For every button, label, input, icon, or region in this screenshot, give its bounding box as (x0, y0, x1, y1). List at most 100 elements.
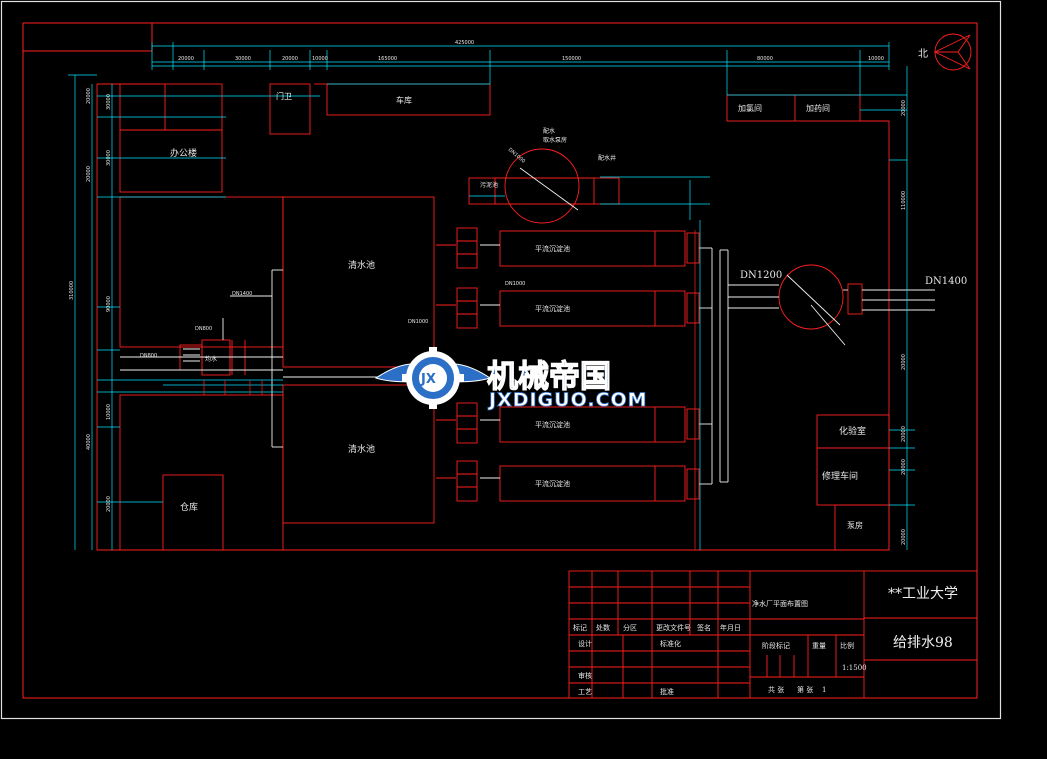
label-dosing2: 加药间 (806, 103, 830, 113)
label-sed-2: 平流沉淀池 (535, 304, 570, 313)
label-sed-3: 平流沉淀池 (535, 420, 570, 429)
tb-date: 年月日 (720, 623, 741, 632)
dim-right-2: 110000 (901, 191, 907, 210)
school-name: **工业大学 (888, 586, 958, 602)
gear-icon (402, 347, 464, 409)
watermark-badge: JX (420, 372, 436, 387)
sed-tank-3 (499, 406, 686, 443)
dim-right-4: 20000 (901, 426, 907, 442)
label-sed-1: 平流沉淀池 (535, 244, 570, 253)
tb-zone: 分区 (623, 623, 637, 632)
gate-building (269, 83, 311, 135)
dimension-lines (68, 42, 915, 550)
label-dn-left: DN1200 (740, 270, 782, 281)
tb-sheet: 第 张 (797, 685, 813, 694)
label-gate: 门卫 (276, 91, 292, 101)
label-dist-sub: 取水泵房 (543, 136, 567, 144)
label-storage: 仓库 (180, 501, 198, 513)
dim-top-2: 30000 (235, 56, 251, 62)
frame-corner-cell (22, 22, 153, 52)
dim-right-5: 20000 (901, 459, 907, 475)
scale-value: 1:1500 (842, 664, 867, 672)
dim-right-1: 20000 (901, 100, 907, 116)
dim-top-8: 10000 (868, 56, 884, 62)
dim-left-8: 20000 (106, 496, 112, 512)
viewport-border (0, 0, 1002, 720)
tb-weight: 重量 (812, 642, 826, 650)
label-dist-small: 均水 (205, 355, 217, 363)
label-reservoir-top: 清水池 (348, 259, 375, 271)
tb-check: 审核 (578, 671, 592, 680)
watermark-en: JXDIGUO.COM (487, 389, 648, 411)
storage-building (162, 474, 224, 551)
dim-top-total: 425000 (455, 40, 474, 46)
drawing-frame (22, 22, 978, 699)
tb-stage: 阶段标记 (762, 641, 790, 650)
label-dosing: 加氯间 (738, 103, 762, 113)
dim-right-6: 20000 (901, 529, 907, 545)
title-block-text: 净水厂平面布置图 **工业大学 给排水98 1:1500 标记 处数 分区 更改… (573, 586, 958, 696)
label-workshop: 修理车间 (822, 470, 858, 482)
tb-count: 处数 (596, 623, 610, 632)
label-dist-top: 配水 (543, 127, 555, 135)
sed-tank-2 (499, 290, 686, 327)
label-sed-4: 平流沉淀池 (535, 479, 570, 488)
label-dist-well: 污泥池 (480, 181, 498, 189)
label-office: 办公楼 (170, 147, 197, 159)
label-pipe-d: DN800 (195, 326, 212, 332)
title-block (568, 570, 978, 699)
tb-approve: 批准 (660, 687, 674, 696)
office-building (119, 83, 223, 193)
dim-left-2: 30000 (106, 94, 112, 110)
site-plan (96, 83, 890, 551)
dim-left-1: 20000 (86, 88, 92, 104)
dim-left-3: 30000 (106, 150, 112, 166)
watermark-cn: 机械帝国 (487, 359, 611, 395)
label-pump-room: 泵房 (847, 520, 863, 530)
tb-sign: 签名 (697, 623, 711, 632)
dim-top-1: 20000 (178, 56, 194, 62)
tb-one: 1 (822, 686, 826, 694)
label-reservoir-bottom: 清水池 (348, 443, 375, 455)
pipe-ticks (203, 230, 696, 550)
dimension-labels: 425000 20000 30000 20000 10000 165000 15… (69, 40, 907, 545)
pump-room-building (834, 504, 890, 551)
dim-left-5: 20000 (86, 166, 92, 182)
label-dn-right: DN1400 (925, 276, 967, 287)
tb-process: 工艺 (578, 688, 592, 696)
label-pipe-a: DN1400 (232, 291, 252, 297)
drawing-title: 净水厂平面布置图 (752, 599, 808, 608)
dim-top-7: 80000 (757, 56, 773, 62)
dim-top-5: 165000 (378, 56, 397, 62)
dim-left-7: 10000 (106, 404, 112, 420)
dim-left-total: 310000 (69, 281, 75, 300)
tb-standard: 标准化 (660, 639, 681, 648)
dim-right-3: 20000 (901, 354, 907, 370)
label-pipe-f: DN1000 (507, 147, 526, 165)
north-arrow-icon: 北 (918, 33, 972, 71)
tb-docno: 更改文件号 (656, 623, 691, 632)
class-name: 给排水98 (893, 635, 953, 651)
dim-top-4: 10000 (312, 56, 328, 62)
label-pump-house: 配水井 (598, 154, 616, 162)
dim-top-3: 20000 (282, 56, 298, 62)
label-pipe-e: DN800 (140, 353, 157, 359)
label-garage: 车库 (396, 95, 412, 105)
pipes (120, 167, 935, 485)
label-lab: 化验室 (839, 425, 866, 437)
tb-design: 设计 (578, 639, 592, 648)
watermark: JX 机械帝国 JXDIGUO.COM (374, 347, 648, 411)
dim-left-6: 40000 (86, 434, 92, 450)
dim-top-6: 150000 (562, 56, 581, 62)
tb-ratio: 比例 (840, 641, 854, 650)
sed-tank-4 (499, 465, 686, 502)
dim-left-4: 90000 (106, 296, 112, 312)
tb-total: 共 张 (768, 685, 784, 694)
north-label: 北 (918, 48, 928, 60)
label-pipe-b: DN1000 (408, 319, 428, 325)
building-labels: 办公楼 门卫 车库 加氯间 加药间 仓库 化验室 修理车间 泵房 清水池 清水池… (170, 91, 866, 530)
sed-tank-1 (499, 230, 686, 267)
tb-mark: 标记 (573, 623, 587, 632)
label-pipe-c: DN1000 (505, 281, 525, 287)
